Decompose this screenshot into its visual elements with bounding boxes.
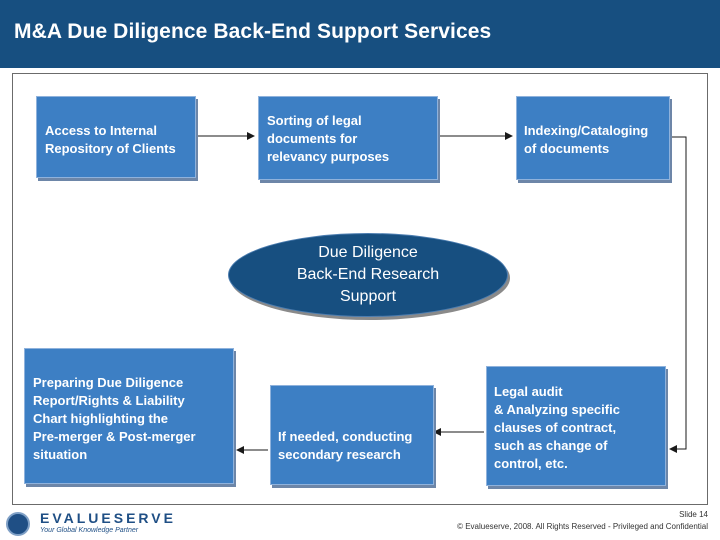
box-secondary-line-1: If needed, conducting (278, 429, 413, 444)
slide-title: M&A Due Diligence Back-End Support Servi… (14, 20, 492, 43)
center-line-1: Due Diligence (318, 244, 418, 261)
logo-tagline: Your Global Knowledge Partner (40, 527, 139, 534)
box-legal-line-2: & Analyzing specific (494, 402, 620, 417)
arrow-indexing-to-legal (669, 136, 687, 453)
footer (0, 505, 720, 540)
title-bar: M&A Due Diligence Back-End Support Servi… (0, 0, 720, 68)
box-preparing-line-4: Pre-merger & Post-merger (33, 429, 196, 444)
box-preparing-line-5: situation (33, 447, 88, 462)
box-legal-line-5: control, etc. (494, 456, 568, 471)
box-preparing-line-2: Report/Rights & Liability (33, 393, 185, 408)
center-line-3: Support (339, 288, 397, 305)
box-sorting-line-3: relevancy purposes (267, 149, 390, 164)
box-legal-line-3: clauses of contract, (494, 420, 617, 435)
box-legal-line-1: Legal audit (494, 384, 563, 399)
box-sorting-line-2: documents for (267, 131, 358, 146)
box-sorting-line-1: Sorting of legal (267, 113, 362, 128)
box-secondary-line-2: secondary research (278, 447, 401, 462)
box-indexing-cataloging: Indexing/Cataloging of documents (516, 96, 670, 180)
box-sorting-documents: Sorting of legal documents for relevancy… (258, 96, 438, 180)
box-indexing-line-2: of documents (524, 141, 610, 156)
center-line-2: Back-End Research (296, 266, 440, 283)
box-access-repository: Access to Internal Repository of Clients (36, 96, 196, 178)
box-indexing-line-1: Indexing/Cataloging (524, 123, 649, 138)
evalueserve-logo-icon (6, 512, 30, 536)
center-ellipse: Due Diligence Back-End Research Support (228, 233, 508, 317)
box-preparing-line-3: Chart highlighting the (33, 411, 169, 426)
box-secondary-research: If needed, conducting secondary research (270, 385, 434, 485)
box-preparing-report: Preparing Due Diligence Report/Rights & … (24, 348, 234, 484)
box-access-line-2: Repository of Clients (45, 141, 176, 156)
copyright-text: © Evalueserve, 2008. All Rights Reserved… (457, 522, 708, 531)
box-legal-audit: Legal audit & Analyzing specific clauses… (486, 366, 666, 486)
box-preparing-line-1: Preparing Due Diligence (33, 375, 184, 390)
logo-text: EVALUESERVE (40, 510, 176, 526)
slide-number: Slide 14 (679, 510, 708, 519)
box-access-line-1: Access to Internal (45, 123, 157, 138)
box-legal-line-4: such as change of (494, 438, 608, 453)
